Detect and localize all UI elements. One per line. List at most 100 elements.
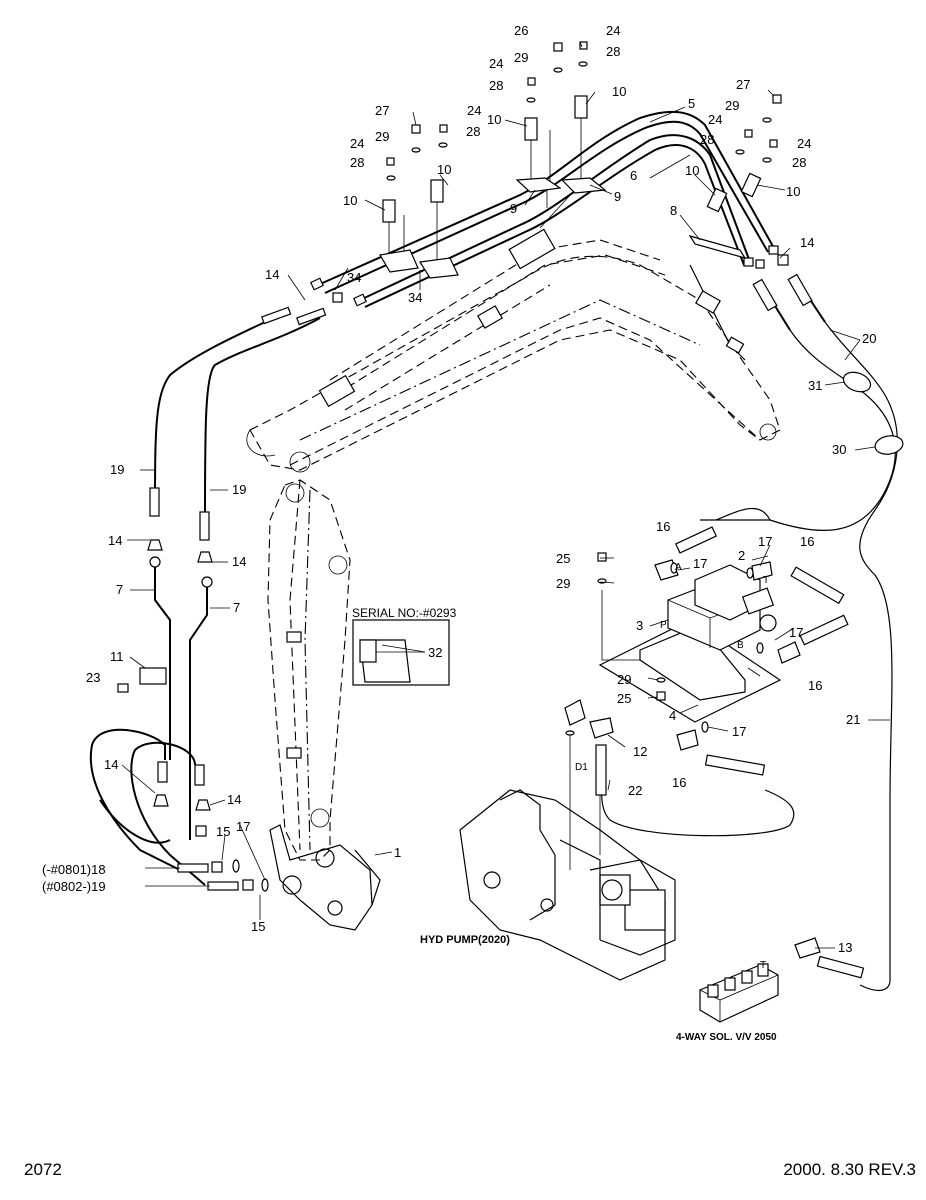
callout-17-b: 17: [758, 534, 772, 549]
callout-6: 6: [630, 168, 637, 183]
callout-10-e: 10: [685, 163, 699, 178]
callout-26: 26: [514, 23, 528, 38]
callout-7-left: 7: [116, 582, 123, 597]
callout-16-d: 16: [672, 775, 686, 790]
pipes-5-6: [309, 110, 779, 308]
callout-14-b: 14: [800, 235, 814, 250]
callout-22: 22: [628, 783, 642, 798]
callout-7-right: 7: [233, 600, 240, 615]
callout-18: (-#0801)18: [42, 862, 106, 877]
port-a: A: [675, 562, 682, 573]
callout-11: 11: [110, 649, 124, 664]
callout-28-d: 28: [606, 44, 620, 59]
left-pipes-7: [117, 556, 213, 840]
callout-14-d: 14: [232, 554, 246, 569]
callout-20: 20: [862, 331, 876, 346]
callout-16-c: 16: [808, 678, 822, 693]
callout-34-a: 34: [347, 270, 361, 285]
port-b: B: [737, 640, 744, 651]
port-t-solenoid: T: [760, 960, 766, 971]
callout-29-a: 29: [375, 129, 389, 144]
callout-24-f: 24: [797, 136, 811, 151]
callout-17-e: 17: [236, 819, 250, 834]
callout-28-c: 28: [489, 78, 503, 93]
callout-10-c: 10: [487, 112, 501, 127]
left-hoses-19: [147, 292, 343, 563]
pump-fittings: [564, 699, 614, 870]
upper-right-fittings: [700, 254, 904, 992]
callout-28-e: 28: [700, 132, 714, 147]
bolts-washers: [386, 41, 782, 181]
bucket-bracket: [269, 824, 381, 931]
callout-27-b: 27: [736, 77, 750, 92]
callout-32: 32: [428, 645, 442, 660]
callout-17-d: 17: [732, 724, 746, 739]
callout-10-f: 10: [786, 184, 800, 199]
callout-10-b: 10: [437, 162, 451, 177]
callout-12: 12: [633, 744, 647, 759]
callout-19-b: 19: [232, 482, 246, 497]
callout-10-d: 10: [612, 84, 626, 99]
callout-9-b: 9: [614, 189, 621, 204]
callout-29-b: 29: [514, 50, 528, 65]
callout-28-f: 28: [792, 155, 806, 170]
solenoid-label: 4-WAY SOL. V/V 2050: [676, 1032, 777, 1043]
callout-labels: 1 2 3 4 5 6 7 7 8 9 9 10 10 10 10 10 10 …: [42, 23, 876, 1043]
callout-24-a: 24: [350, 136, 364, 151]
callout-5: 5: [688, 96, 695, 111]
callout-27-a: 27: [375, 103, 389, 118]
callout-28-b: 28: [466, 124, 480, 139]
callout-25-b: 25: [617, 691, 631, 706]
callout-21: 21: [846, 712, 860, 727]
callout-17-c: 17: [789, 625, 803, 640]
callout-30: 30: [832, 442, 846, 457]
callout-3: 3: [636, 618, 643, 633]
port-d1: D1: [575, 762, 588, 773]
callout-25-a: 25: [556, 551, 570, 566]
callout-29-d: 29: [556, 576, 570, 591]
serial-note: SERIAL NO:-#0293: [352, 606, 457, 620]
callout-19-series: (#0802-)19: [42, 879, 106, 894]
solenoid-valve: [699, 937, 865, 1023]
callout-24-d: 24: [606, 23, 620, 38]
callout-8: 8: [670, 203, 677, 218]
callout-34-b: 34: [408, 290, 422, 305]
callout-24-c: 24: [489, 56, 503, 71]
callout-2: 2: [738, 548, 745, 563]
bracket-8: [689, 264, 746, 361]
callout-16-b: 16: [800, 534, 814, 549]
callout-15-b: 15: [251, 919, 265, 934]
pump-label: HYD PUMP(2020): [420, 934, 510, 946]
leader-lines: [121, 41, 890, 949]
callout-28-a: 28: [350, 155, 364, 170]
callout-14-e: 14: [104, 757, 118, 772]
callout-4: 4: [669, 708, 676, 723]
callout-31: 31: [808, 378, 822, 393]
arm-outline: [267, 479, 351, 861]
callout-13: 13: [838, 940, 852, 955]
callout-9-a: 9: [510, 201, 517, 216]
callout-14-a: 14: [265, 267, 279, 282]
clamps-10: [382, 95, 762, 272]
boom-outline: [246, 255, 781, 473]
lower-hose-loops: [89, 728, 269, 892]
serial-inset: [352, 619, 450, 686]
revision-date: 2000. 8.30 REV.3: [783, 1160, 916, 1179]
callout-29-e: 29: [617, 672, 631, 687]
callout-29-c: 29: [725, 98, 739, 113]
port-p: P: [660, 620, 667, 631]
boom-cylinder: [318, 228, 666, 411]
plates-9-34: [379, 177, 747, 279]
hydraulic-pump: [459, 789, 676, 981]
valve-assembly: [597, 507, 849, 837]
callout-23: 23: [86, 670, 100, 685]
page-number: 2072: [24, 1160, 62, 1179]
callout-24-e: 24: [708, 112, 722, 127]
callout-19-a: 19: [110, 462, 124, 477]
callout-24-b: 24: [467, 103, 481, 118]
callout-1: 1: [394, 845, 401, 860]
port-t: T: [763, 575, 769, 586]
callout-10-a: 10: [343, 193, 357, 208]
callout-15-a: 15: [216, 824, 230, 839]
